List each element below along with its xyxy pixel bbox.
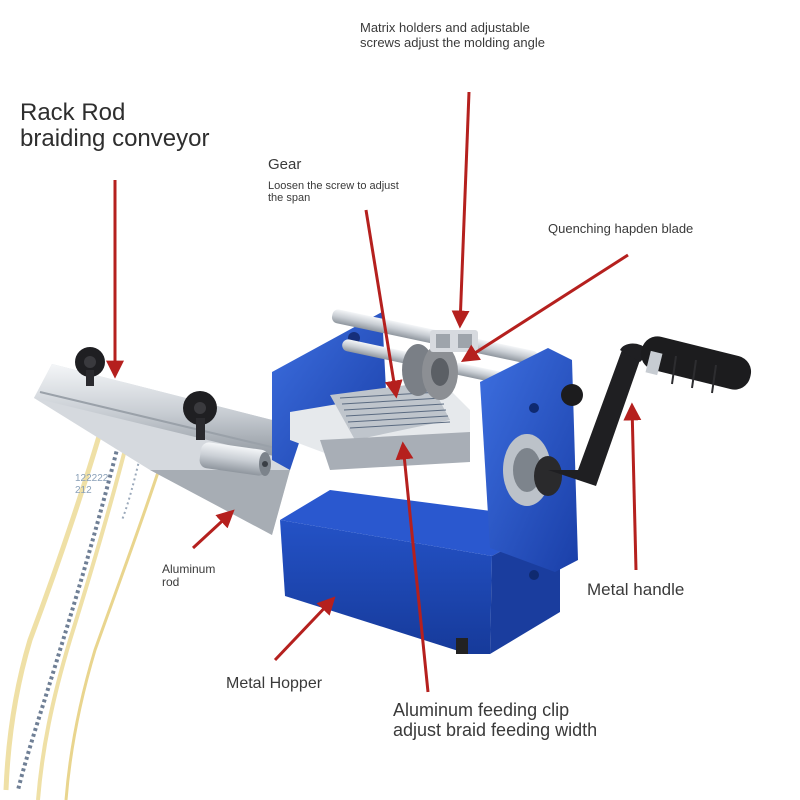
label-aluminum-rod: Aluminum rod bbox=[162, 562, 216, 589]
tape-strips bbox=[3, 404, 177, 800]
label-quenching-blade: Quenching hapden blade bbox=[548, 221, 694, 236]
label-matrix-holders: Matrix holders and adjustable screws adj… bbox=[360, 20, 545, 50]
label-gear-note: Loosen the screw to adjust the span bbox=[268, 180, 399, 204]
gear-cluster bbox=[402, 330, 478, 400]
star-knob-left bbox=[75, 347, 105, 386]
arrow-metal-hopper bbox=[273, 596, 336, 662]
conveyor-chute bbox=[34, 364, 296, 535]
arrow-quenching-blade bbox=[460, 253, 629, 362]
label-metal-handle: Metal handle bbox=[587, 580, 685, 599]
aluminum-rod bbox=[199, 442, 271, 476]
crank-handle bbox=[534, 336, 752, 496]
label-gear: Gear bbox=[268, 156, 302, 173]
label-feeding-clip: Aluminum feeding clip adjust braid feedi… bbox=[393, 700, 598, 740]
callout-arrows bbox=[106, 91, 642, 693]
label-rack-rod-conveyor: Rack Rod braiding conveyor bbox=[20, 99, 210, 152]
arrow-feeding-clip bbox=[395, 441, 430, 693]
arrow-matrix-holders bbox=[451, 91, 471, 329]
label-metal-hopper: Metal Hopper bbox=[226, 675, 323, 692]
right-side-plate bbox=[480, 348, 583, 580]
tape-marking: 122222 212 bbox=[75, 473, 109, 496]
arrow-metal-handle bbox=[623, 402, 642, 571]
star-knob-right bbox=[183, 391, 217, 440]
arrow-aluminum-rod bbox=[191, 509, 235, 550]
arrow-gear bbox=[364, 209, 403, 399]
